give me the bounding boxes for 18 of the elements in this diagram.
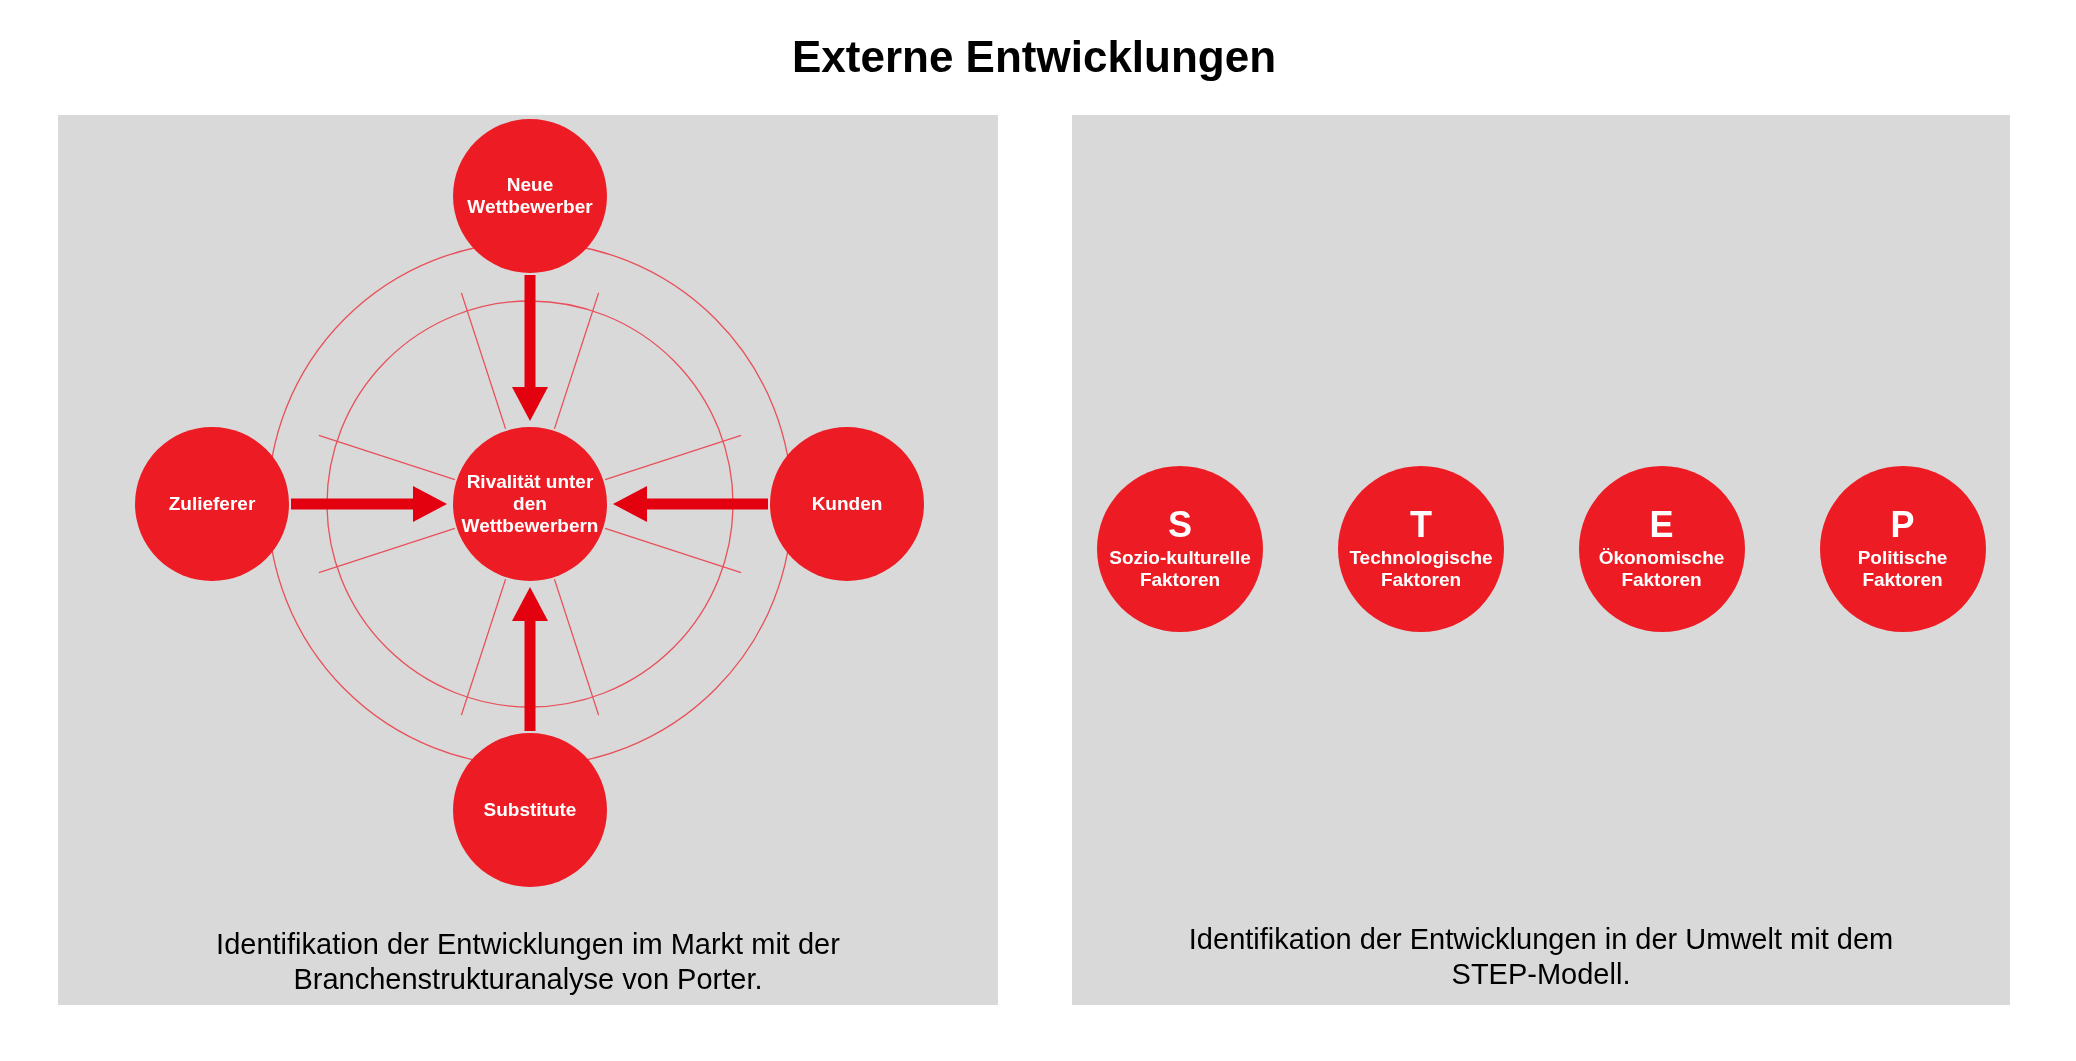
node-label: Neue Wettbewerber <box>466 174 594 218</box>
panel-caption: Identifikation der Entwicklungen im Markt mit der Branchenstrukturanalyse von Porter. <box>215 927 841 997</box>
letter-label: E <box>1649 507 1674 543</box>
node-label: Ökonomische Faktoren <box>1597 547 1726 591</box>
letter-label: T <box>1410 507 1432 543</box>
letter-label: P <box>1890 507 1915 543</box>
diagram-title: Externe Entwicklungen <box>791 31 1277 83</box>
node-label: Rivalität unter den Wettbewerbern <box>460 471 600 537</box>
node-label: Politische Faktoren <box>1856 547 1949 591</box>
node-label: Substitute <box>483 799 577 821</box>
node-label: Kunden <box>811 493 883 515</box>
node-label: Zulieferer <box>168 493 256 515</box>
panel-caption: Identifikation der Entwicklungen in der Umwelt mit dem STEP-Modell. <box>1187 922 1895 992</box>
node-label: Technologische Faktoren <box>1348 547 1494 591</box>
letter-label: S <box>1168 507 1192 543</box>
panel <box>58 115 998 1005</box>
panel <box>1072 115 2010 1005</box>
node-label: Sozio-kulturelle Faktoren <box>1108 547 1252 591</box>
